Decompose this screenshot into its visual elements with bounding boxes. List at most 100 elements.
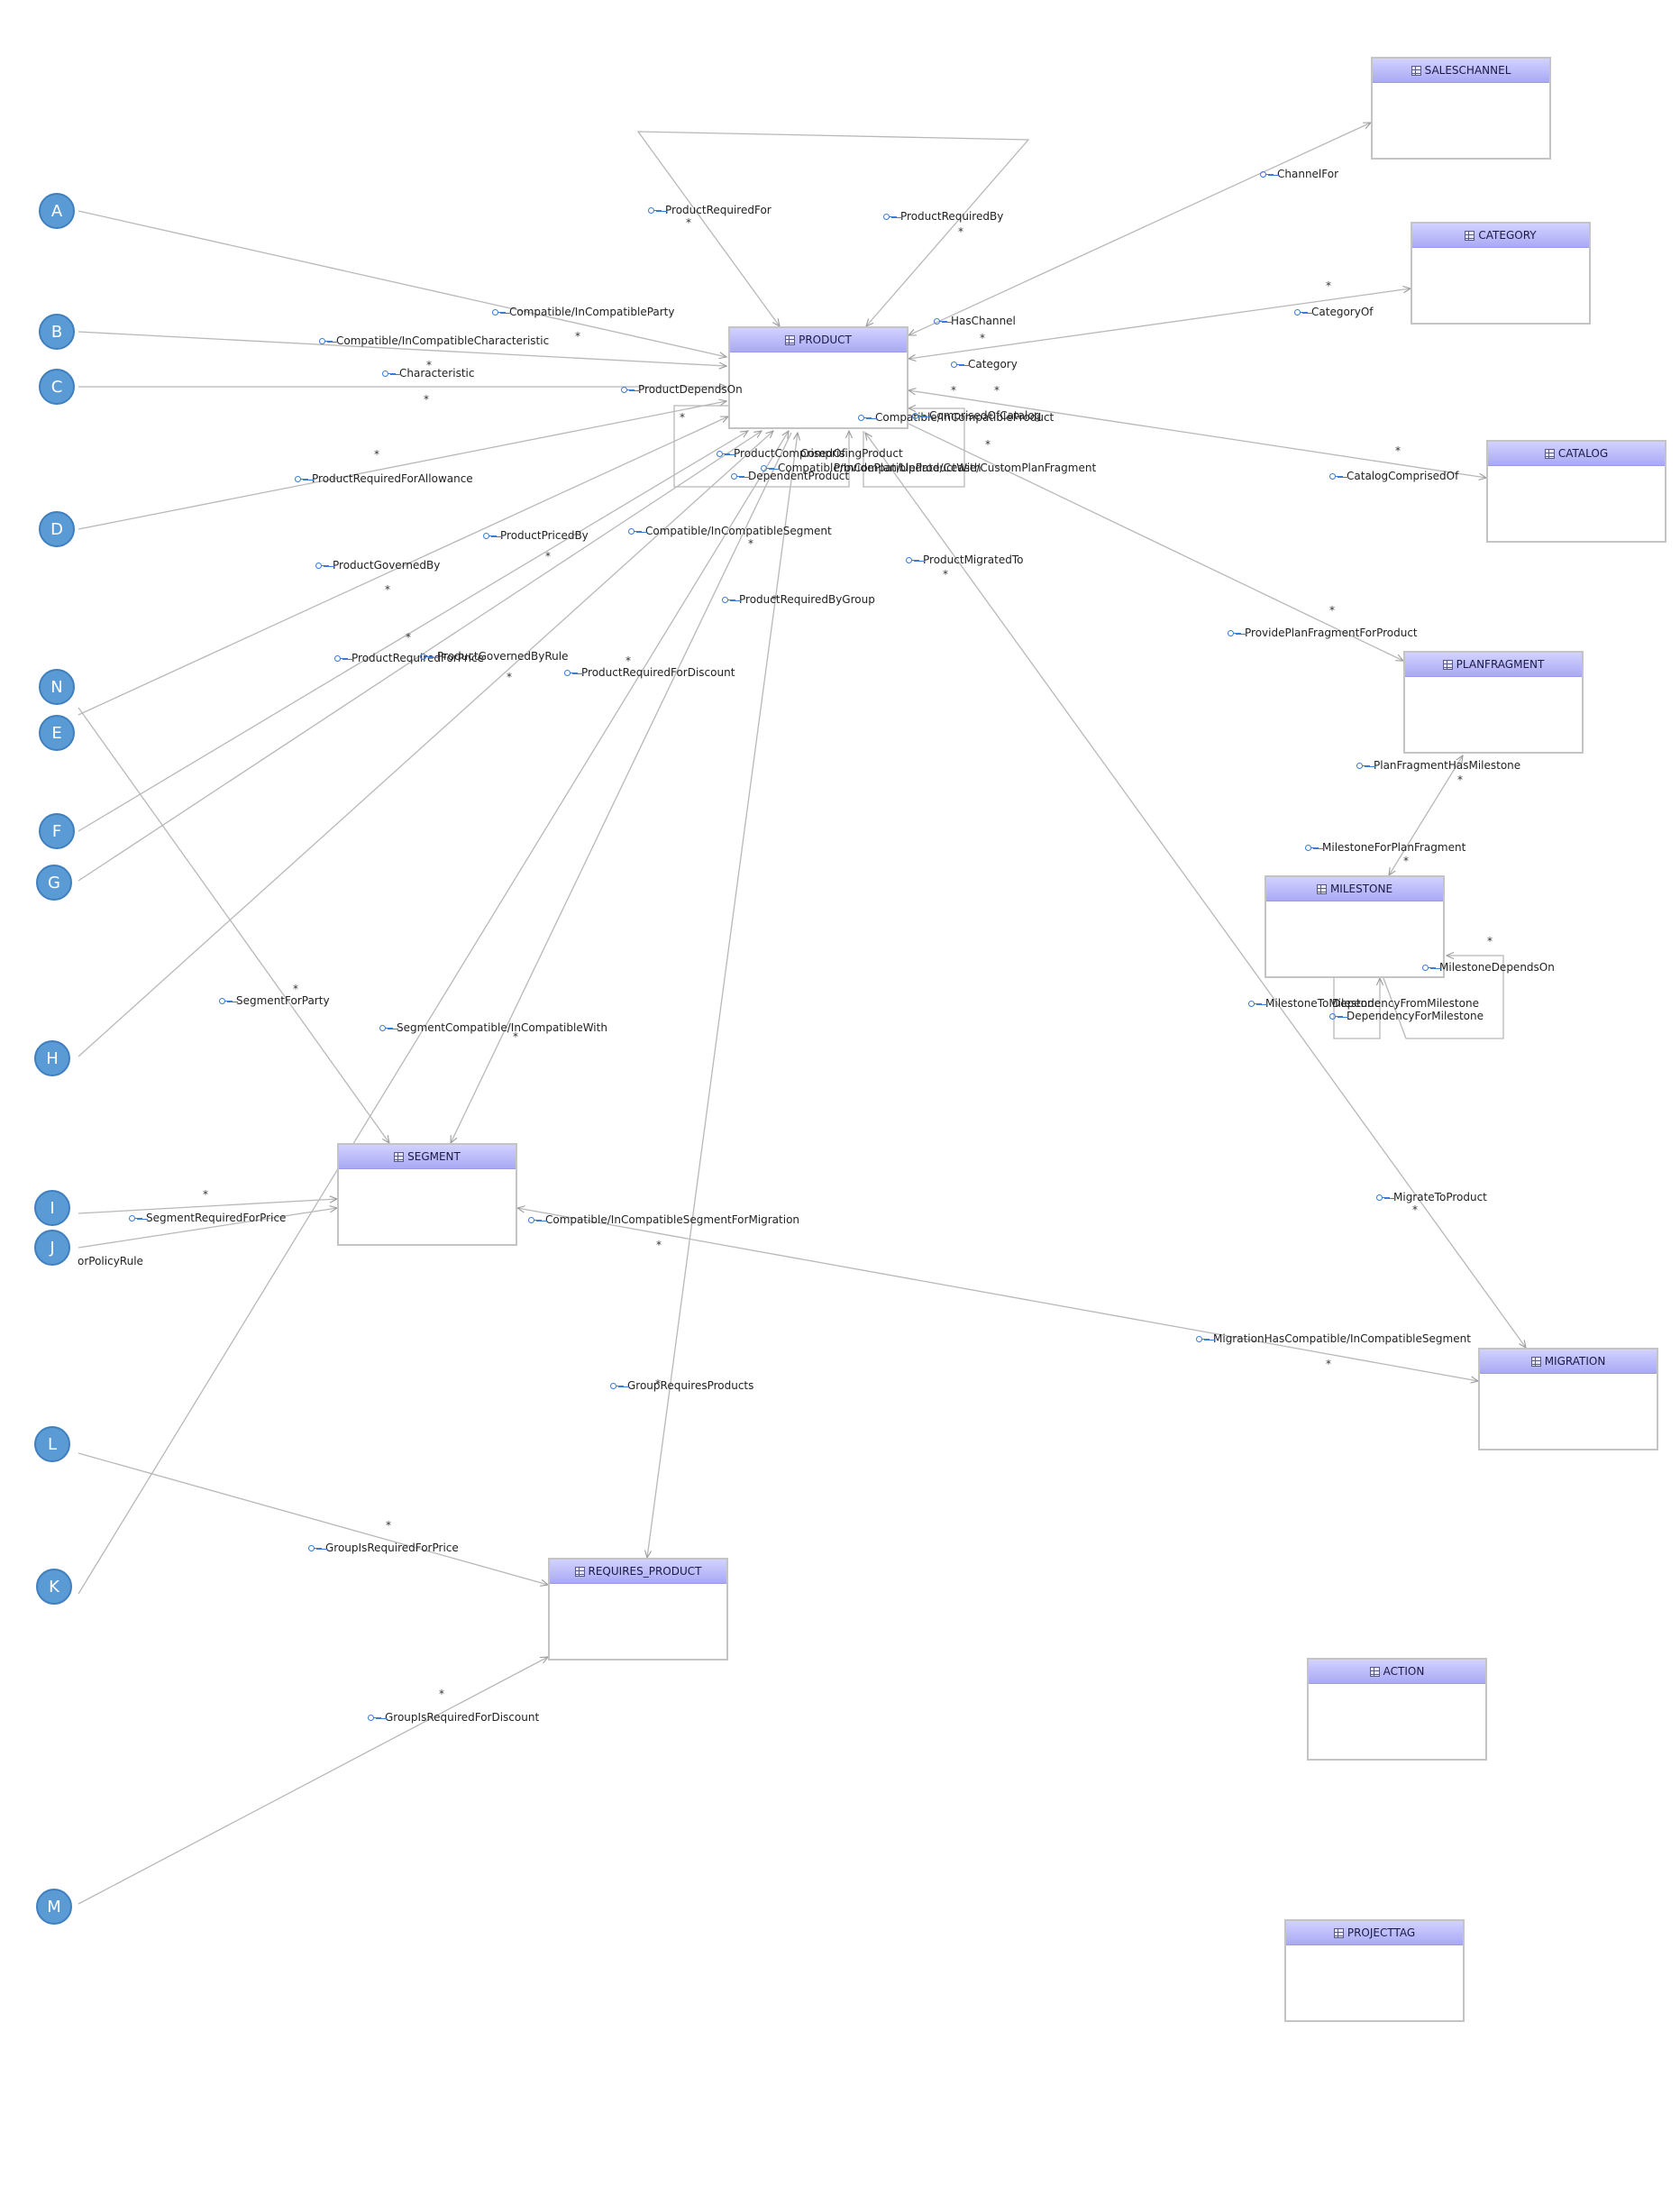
key-icon xyxy=(382,370,397,377)
entity-header: PRODUCT xyxy=(730,328,907,352)
rel-label: HasChannel xyxy=(951,315,1016,327)
node-k[interactable]: K xyxy=(36,1569,72,1605)
key-icon xyxy=(906,556,920,563)
rel-has-channel: HasChannel xyxy=(934,315,1016,327)
entity-saleschannel[interactable]: SALESCHANNEL xyxy=(1371,57,1551,160)
key-icon xyxy=(492,308,507,316)
node-e[interactable]: E xyxy=(39,715,75,751)
rel-label: SegmentCompatible/InCompatibleWith xyxy=(397,1021,607,1034)
multiplicity-star: * xyxy=(439,1688,444,1700)
key-icon xyxy=(564,669,579,676)
entity-title: PROJECTTAG xyxy=(1347,1926,1416,1939)
rel-label: SegmentRequiredForPrice xyxy=(146,1212,287,1224)
rel-label: Compatible/InCompatibleProduct xyxy=(875,411,1055,424)
node-f[interactable]: F xyxy=(39,813,75,849)
entity-header: PROJECTTAG xyxy=(1286,1921,1463,1945)
rel-product-priced-by: ProductPricedBy xyxy=(483,529,589,542)
node-c[interactable]: C xyxy=(39,369,75,405)
key-icon xyxy=(883,213,898,220)
node-l[interactable]: L xyxy=(34,1426,70,1462)
rel-label: ProductComprisedOf xyxy=(734,447,845,460)
entity-product[interactable]: PRODUCT xyxy=(728,326,908,429)
edge-k-product xyxy=(78,431,789,1595)
multiplicity-star: * xyxy=(1487,935,1493,947)
rel-label: SegmentForParty xyxy=(236,994,330,1007)
rel-label: ProductGovernedByRule xyxy=(437,650,569,663)
table-icon xyxy=(1465,230,1475,241)
rel-provide-plan-fragment-for-product: ProvidePlanFragmentForProduct xyxy=(1228,627,1418,639)
entity-action[interactable]: ACTION xyxy=(1307,1658,1487,1761)
node-b[interactable]: B xyxy=(39,314,75,350)
entity-catalog[interactable]: CATALOG xyxy=(1486,440,1666,543)
edge-j-segment xyxy=(78,1208,337,1249)
rel-milestone-for-plan-fragment: MilestoneForPlanFragment xyxy=(1305,841,1465,854)
entity-segment[interactable]: SEGMENT xyxy=(337,1143,517,1246)
rel-compatible-product: Compatible/InCompatibleProduct xyxy=(858,411,1054,424)
node-i[interactable]: I xyxy=(34,1190,70,1226)
key-icon xyxy=(858,414,872,421)
entity-requires-product[interactable]: REQUIRES_PRODUCT xyxy=(548,1558,728,1661)
node-h[interactable]: H xyxy=(34,1040,70,1076)
multiplicity-star: * xyxy=(951,384,956,397)
entity-header: MILESTONE xyxy=(1266,877,1443,901)
rel-product-governed-by: ProductGovernedBy xyxy=(315,559,440,572)
rel-product-required-by: ProductRequiredBy xyxy=(883,210,1003,223)
rel-product-comprised-of: ProductComprisedOf xyxy=(717,447,845,460)
rel-label: Compatible/InCompatibleCharacteristic xyxy=(336,334,550,347)
rel-product-required-for: ProductRequiredFor xyxy=(648,204,772,216)
entity-header: PLANFRAGMENT xyxy=(1405,653,1582,677)
node-j[interactable]: J xyxy=(34,1230,70,1266)
rel-compatible-segment-for-migration: Compatible/InCompatibleSegmentForMigrati… xyxy=(528,1213,799,1226)
multiplicity-star: * xyxy=(748,537,753,550)
rel-milestone-to-milestone: MilestoneToMilestone xyxy=(1248,997,1381,1010)
table-icon xyxy=(1544,448,1555,459)
entity-header: REQUIRES_PRODUCT xyxy=(550,1560,726,1584)
rel-group-requires-products: GroupRequiresProducts xyxy=(610,1379,753,1392)
edge-milestone-self-1 xyxy=(1333,978,1380,1039)
rel-label: DependencyForMilestone xyxy=(1347,1010,1484,1022)
entity-migration[interactable]: MIGRATION xyxy=(1478,1348,1658,1450)
node-d[interactable]: D xyxy=(39,511,75,547)
rel-label: MigrateToProduct xyxy=(1393,1191,1487,1203)
rel-label: ProductRequiredFor xyxy=(665,204,772,216)
table-icon xyxy=(1333,1927,1344,1938)
key-icon xyxy=(1260,170,1274,178)
rel-label: MilestoneToMilestone xyxy=(1265,997,1382,1010)
entity-header: CATEGORY xyxy=(1412,224,1589,248)
node-n[interactable]: N xyxy=(39,669,75,705)
rel-label: ProductPricedBy xyxy=(500,529,589,542)
rel-label: MilestoneForPlanFragment xyxy=(1322,841,1466,854)
rel-segment-compatible-with: SegmentCompatible/InCompatibleWith xyxy=(379,1021,607,1034)
key-icon xyxy=(368,1714,382,1721)
multiplicity-star: * xyxy=(943,568,948,581)
rel-label: Compatible/InCompatibleParty xyxy=(509,306,675,318)
key-icon xyxy=(1294,308,1309,316)
entity-planfragment[interactable]: PLANFRAGMENT xyxy=(1403,651,1584,754)
multiplicity-star: * xyxy=(424,393,429,406)
rel-label: Compatible/InCompatibleSegment xyxy=(645,525,832,537)
key-icon xyxy=(334,654,349,662)
rel-label: MigrationHasCompatible/InCompatibleSegme… xyxy=(1213,1332,1471,1345)
node-m[interactable]: M xyxy=(36,1889,72,1925)
entity-milestone[interactable]: MILESTONE xyxy=(1265,875,1445,978)
key-icon xyxy=(648,206,662,214)
rel-channel-for: ChannelFor xyxy=(1260,168,1338,180)
edge-n-segment xyxy=(78,707,389,1143)
entity-projecttag[interactable]: PROJECTTAG xyxy=(1284,1919,1465,2022)
entity-category[interactable]: CATEGORY xyxy=(1411,222,1591,325)
key-icon xyxy=(528,1216,543,1223)
entity-title: SALESCHANNEL xyxy=(1424,64,1511,77)
rel-label: ProductDependsOn xyxy=(638,383,743,396)
key-icon xyxy=(610,1382,625,1389)
entity-title: MILESTONE xyxy=(1329,883,1393,895)
rel-label: MilestoneDependsOn xyxy=(1439,961,1555,974)
rel-label: CatalogComprisedOf xyxy=(1347,470,1459,482)
node-g[interactable]: G xyxy=(36,865,72,901)
entity-title: PLANFRAGMENT xyxy=(1456,658,1545,671)
node-a[interactable]: A xyxy=(39,193,75,229)
multiplicity-star: * xyxy=(406,631,411,644)
rel-migrate-to-product: MigrateToProduct xyxy=(1376,1191,1487,1203)
table-icon xyxy=(1369,1666,1380,1677)
multiplicity-star: * xyxy=(625,654,631,667)
